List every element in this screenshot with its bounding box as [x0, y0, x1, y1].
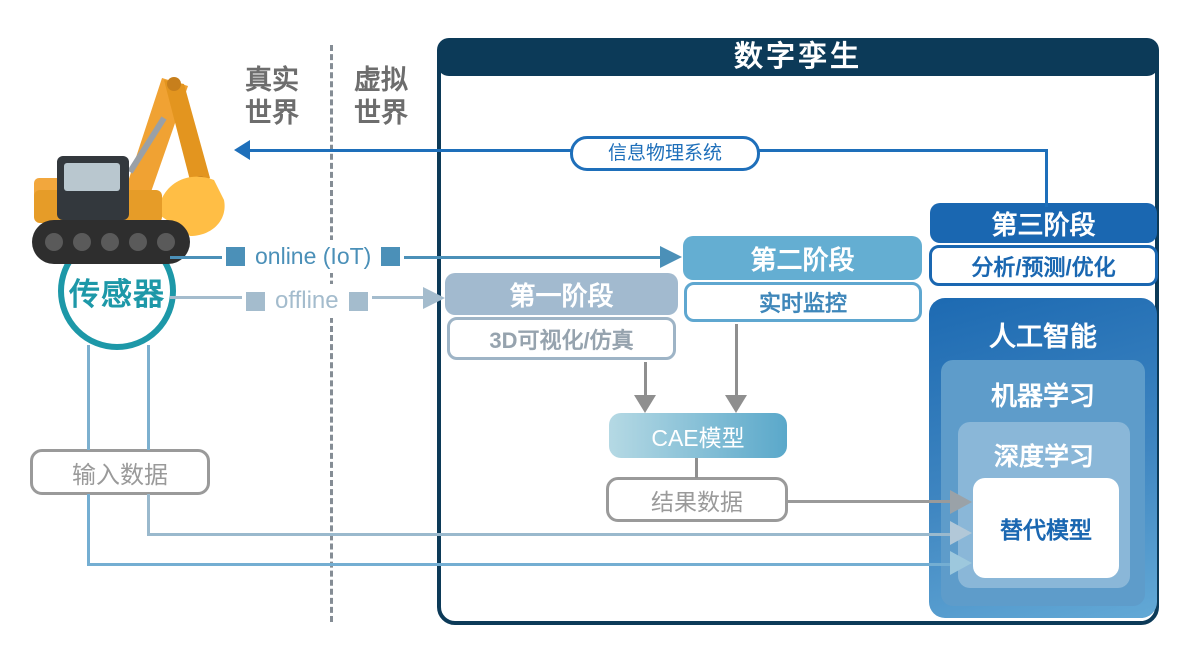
result-to-surrogate-line	[788, 500, 952, 503]
offline-square-icon	[246, 291, 265, 311]
sensor-feed-line-a1	[87, 345, 90, 450]
stage1-detail: 3D可视化/仿真	[447, 317, 676, 360]
cae-to-result-line	[695, 458, 698, 478]
stage2-detail: 实时监控	[684, 282, 922, 322]
real-world-label: 真实世界	[245, 65, 299, 128]
stage3-title: 第三阶段	[930, 203, 1157, 243]
online-arrowhead-icon	[660, 246, 682, 268]
cps-label: 信息物理系统	[570, 136, 760, 171]
cae-model-box: CAE模型	[609, 413, 787, 458]
online-square-icon	[226, 247, 245, 266]
result-arrowhead-icon	[950, 490, 972, 514]
ai-label: 人工智能	[989, 322, 1097, 352]
input-data-box: 输入数据	[30, 449, 210, 495]
surrogate-model-box: 替代模型	[973, 478, 1119, 578]
input-upper-arrowhead-icon	[950, 521, 972, 545]
stage2-title: 第二阶段	[683, 236, 922, 280]
stage2-to-cae-line	[735, 324, 738, 396]
sensor-feed-line-a2	[87, 494, 90, 566]
online-label-text: online (IoT)	[255, 243, 372, 269]
stage2-to-cae-arrowhead-icon	[725, 395, 747, 413]
real-virtual-divider	[330, 45, 333, 622]
input-to-surrogate-line-upper	[147, 533, 952, 536]
digital-twin-title: 数字孪生	[437, 38, 1159, 76]
offline-square-icon	[348, 291, 368, 311]
online-square-icon	[381, 247, 401, 266]
cps-arrowhead-left-icon	[234, 140, 250, 160]
sensor-feed-line-b2	[147, 494, 150, 536]
offline-label: offline	[242, 284, 372, 318]
input-to-surrogate-line-lower	[87, 563, 952, 566]
sensor-feed-line-b1	[147, 345, 150, 450]
stage1-to-cae-arrowhead-icon	[634, 395, 656, 413]
virtual-world-label: 虚拟世界	[354, 65, 408, 128]
online-label: online (IoT)	[222, 240, 405, 273]
deep-learning-label: 深度学习	[993, 443, 1094, 471]
input-lower-arrowhead-icon	[950, 551, 972, 575]
stage1-to-cae-line	[644, 362, 647, 396]
machine-learning-label: 机器学习	[990, 381, 1095, 411]
online-line	[170, 256, 662, 259]
offline-label-text: offline	[275, 287, 339, 314]
cps-feedback-line-vertical	[1045, 149, 1048, 207]
result-data-box: 结果数据	[606, 477, 788, 522]
stage1-title: 第一阶段	[445, 273, 678, 315]
excavator-image	[32, 77, 225, 264]
offline-arrowhead-icon	[423, 287, 445, 309]
stage3-detail: 分析/预测/优化	[929, 245, 1158, 286]
